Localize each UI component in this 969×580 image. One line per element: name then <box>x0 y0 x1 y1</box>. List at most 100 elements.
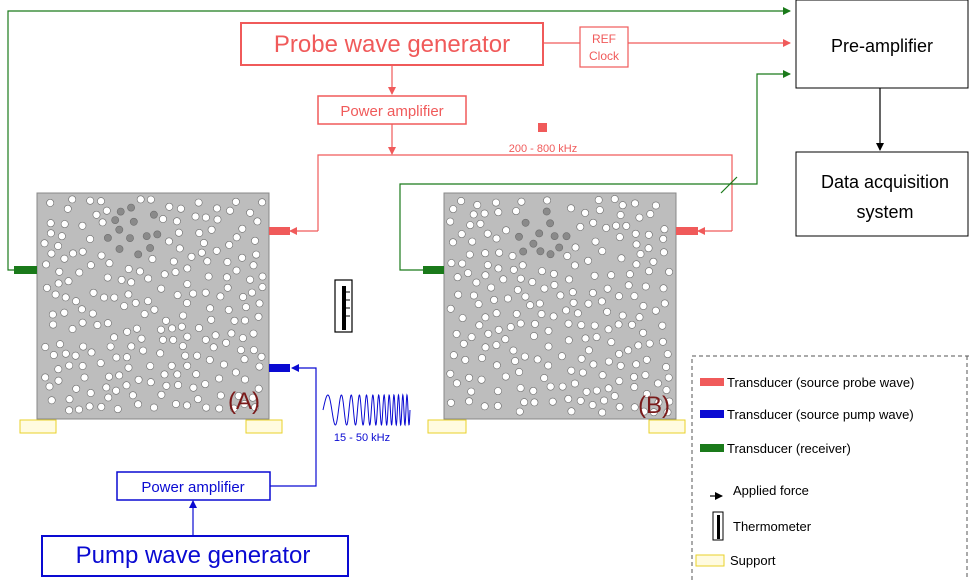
pore <box>509 265 518 274</box>
pore <box>153 230 162 239</box>
pore <box>543 196 551 205</box>
pore <box>106 342 115 351</box>
pore <box>168 324 176 333</box>
pore <box>183 299 191 307</box>
pore <box>520 398 529 407</box>
pore <box>242 303 250 311</box>
pore <box>160 270 169 279</box>
pore <box>258 272 267 281</box>
pore <box>249 329 258 338</box>
pore <box>111 216 120 224</box>
pore <box>134 250 143 259</box>
pore <box>123 353 131 362</box>
pore <box>501 372 510 381</box>
pore <box>546 382 555 391</box>
pore <box>518 261 527 270</box>
pore <box>104 393 113 402</box>
pore <box>492 361 501 370</box>
pore <box>56 340 64 349</box>
pore <box>128 391 137 400</box>
sample-b: (B) <box>443 192 677 420</box>
pore <box>521 292 530 301</box>
daq-line2: system <box>856 202 913 222</box>
pore <box>544 342 553 351</box>
pore <box>202 403 211 412</box>
pore <box>546 250 555 259</box>
pore <box>494 264 503 273</box>
sample-a-pores <box>40 195 267 415</box>
pore <box>232 233 241 242</box>
pore <box>562 306 570 315</box>
pore <box>157 390 166 399</box>
pore <box>600 396 608 405</box>
probe-frequency-label: 200 - 800 kHz <box>509 143 577 155</box>
pore <box>550 232 559 240</box>
pore <box>146 362 155 370</box>
pump-wiring <box>189 364 317 536</box>
pore <box>181 351 190 360</box>
pore <box>201 335 210 344</box>
ref-clock: REF Clock <box>579 26 629 68</box>
pore <box>171 268 180 276</box>
pore <box>134 400 142 409</box>
pore <box>146 195 155 204</box>
pore <box>167 361 176 370</box>
legend: Transducer (source probe wave) Transduce… <box>691 355 969 580</box>
pore <box>624 346 633 355</box>
thermometer-icon <box>334 279 353 333</box>
pore <box>649 257 658 266</box>
pore <box>594 196 603 204</box>
pore <box>216 292 225 301</box>
pore <box>169 335 178 344</box>
pore <box>234 391 243 400</box>
pore <box>640 407 648 416</box>
pore <box>544 326 553 335</box>
pore <box>652 201 660 210</box>
data-acquisition-system: Data acquisition system <box>795 151 969 237</box>
pore <box>526 301 534 310</box>
pore <box>204 272 213 281</box>
pore <box>615 377 624 385</box>
pore <box>258 283 267 291</box>
pore <box>96 359 105 367</box>
probe-amplifier-label: Power amplifier <box>340 103 443 120</box>
pore <box>191 212 200 221</box>
pore <box>222 338 230 347</box>
pore <box>174 381 182 389</box>
pore <box>246 208 254 217</box>
pore <box>87 348 96 357</box>
pore <box>97 402 106 411</box>
pore <box>631 229 640 238</box>
sample-b-support-left <box>427 419 467 434</box>
pore <box>194 395 202 403</box>
pore <box>254 312 263 321</box>
legend-item-probe: Transducer (source probe wave) <box>727 375 914 390</box>
pore <box>584 256 592 265</box>
pore <box>563 252 572 260</box>
pore <box>571 243 580 252</box>
pore <box>480 209 489 218</box>
pore <box>136 195 145 204</box>
pore <box>237 346 245 354</box>
pore <box>79 342 88 351</box>
legend-item-thermometer: Thermometer <box>733 519 812 534</box>
pore <box>189 289 197 298</box>
pore <box>103 273 112 282</box>
pore <box>624 281 633 290</box>
pore <box>216 391 225 400</box>
pore <box>540 284 549 293</box>
pore <box>54 242 62 250</box>
pore <box>567 204 575 213</box>
probe-wiring <box>289 39 791 235</box>
pore <box>72 384 81 393</box>
pump-power-amplifier: Power amplifier <box>116 471 271 501</box>
pore <box>449 205 458 213</box>
pore <box>201 380 210 388</box>
pore <box>61 293 70 302</box>
pore <box>102 383 111 392</box>
pore <box>127 342 136 351</box>
pore <box>641 371 650 379</box>
pump-amplifier-label: Power amplifier <box>141 479 244 496</box>
pore <box>466 221 475 229</box>
pore <box>540 374 549 382</box>
